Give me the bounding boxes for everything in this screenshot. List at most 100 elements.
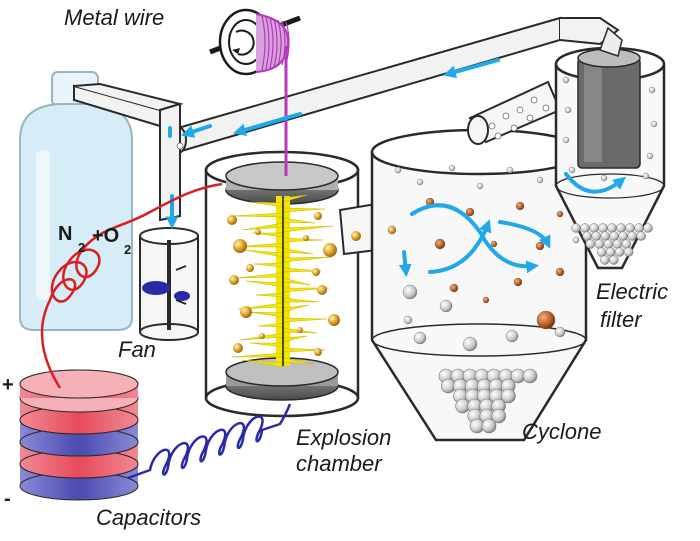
collected-fine-powder <box>582 231 592 241</box>
dust-particle <box>403 315 413 325</box>
dust-particle <box>556 210 564 218</box>
metal-particle <box>240 306 252 318</box>
dust-particle <box>536 310 556 330</box>
capacitor-top <box>19 369 139 399</box>
metal-particle <box>259 333 265 339</box>
gas-formula-o: +O <box>92 225 119 247</box>
collected-powder <box>481 418 497 434</box>
collected-fine-powder <box>598 223 608 233</box>
explosion-sparks <box>231 194 334 368</box>
dust-particle <box>515 201 525 211</box>
spool-coil-line <box>265 16 270 70</box>
dust-particle <box>505 329 519 343</box>
bottle-pipe <box>73 82 184 222</box>
collected-fine-powder <box>623 247 634 257</box>
explosion-chamber <box>204 150 360 418</box>
collected-fine-powder <box>618 231 628 241</box>
spool-coil-line <box>281 20 286 66</box>
pipe-dust <box>516 106 524 114</box>
metal-particle <box>314 212 322 220</box>
collected-fine-powder <box>585 239 596 249</box>
fine-particle <box>642 172 650 180</box>
dust-particle <box>434 238 446 250</box>
gas-formula-n: N <box>58 223 72 245</box>
capacitors-label: Capacitors <box>96 505 202 530</box>
metal-particle <box>246 264 254 272</box>
collected-fine-powder <box>621 239 632 249</box>
dust-particle <box>572 236 580 244</box>
collected-fine-powder <box>596 247 607 257</box>
fan-blade-icon <box>142 281 170 295</box>
fine-particle <box>646 152 654 160</box>
collected-fine-powder <box>612 239 623 249</box>
spool-coil-line <box>273 18 278 68</box>
fine-particle <box>562 76 570 84</box>
collected-fine-powder <box>607 223 617 233</box>
plus-terminal-label: + <box>2 374 14 396</box>
pipe-dust <box>510 124 518 132</box>
minus-terminal-label: - <box>4 488 11 510</box>
dust-particle <box>506 166 514 174</box>
electric-filter <box>176 26 666 270</box>
metal-particle <box>312 268 320 276</box>
fan-housing <box>139 227 199 341</box>
metal-particle <box>227 215 237 225</box>
gas-bottle <box>19 71 133 331</box>
collected-fine-powder <box>627 231 637 241</box>
dust-particle <box>448 164 456 172</box>
cyclone-label: Cyclone <box>522 419 602 444</box>
collected-fine-powder <box>643 223 653 233</box>
wire-spool <box>209 8 301 76</box>
metal-particle <box>323 243 337 257</box>
positive-cable <box>40 182 223 389</box>
pipe-dust <box>494 132 502 140</box>
dust-particle <box>555 267 565 277</box>
metal-particle <box>314 348 322 356</box>
pipe-dust <box>176 142 184 150</box>
dust-particle <box>490 240 498 248</box>
explosion-chamber-label-line1: Explosion <box>296 425 392 450</box>
metal-particle <box>233 239 247 253</box>
dust-particle <box>465 207 475 217</box>
collected-fine-powder <box>609 255 619 265</box>
electric-filter-label-line2: filter <box>600 307 642 332</box>
collected-fine-powder <box>591 231 601 241</box>
collected-fine-powder <box>600 255 610 265</box>
collected-fine-powder <box>634 223 644 233</box>
collected-fine-powder <box>605 247 616 257</box>
pipe-dust <box>526 114 534 122</box>
collected-fine-powder <box>600 231 610 241</box>
dust-particle <box>554 326 566 338</box>
dust-particle <box>449 283 459 293</box>
fine-particle <box>564 106 572 114</box>
dust-particle <box>476 182 484 190</box>
pipe-dust <box>502 112 510 120</box>
collected-fine-powder <box>636 231 646 241</box>
metal-wire-label: Metal wire <box>64 5 165 30</box>
dust-particle <box>402 284 418 300</box>
collected-fine-powder <box>580 223 590 233</box>
collected-powder <box>501 388 516 404</box>
pipe-dust <box>530 96 538 104</box>
dust-particle <box>416 178 424 186</box>
metal-particle <box>229 275 239 285</box>
collected-fine-powder <box>625 223 635 233</box>
explosion-chamber-label-line2: chamber <box>296 451 382 476</box>
collected-powder <box>522 368 538 384</box>
collected-fine-powder <box>594 239 605 249</box>
fine-particle <box>650 120 658 128</box>
collected-powder <box>491 408 507 424</box>
gas-formula-sub-2: 2 <box>124 242 131 257</box>
spool-coil-line <box>277 19 282 67</box>
negative-cable <box>127 403 292 480</box>
metal-particle <box>328 314 340 326</box>
collected-fine-powder <box>603 239 614 249</box>
pipe-dust <box>488 122 496 130</box>
rotation-arrow-icon <box>235 29 255 56</box>
spool-coil-line <box>261 15 266 71</box>
dust-particle <box>394 166 402 174</box>
dust-particle <box>462 336 478 352</box>
dust-particle <box>439 299 453 313</box>
dust-particle <box>413 331 427 345</box>
